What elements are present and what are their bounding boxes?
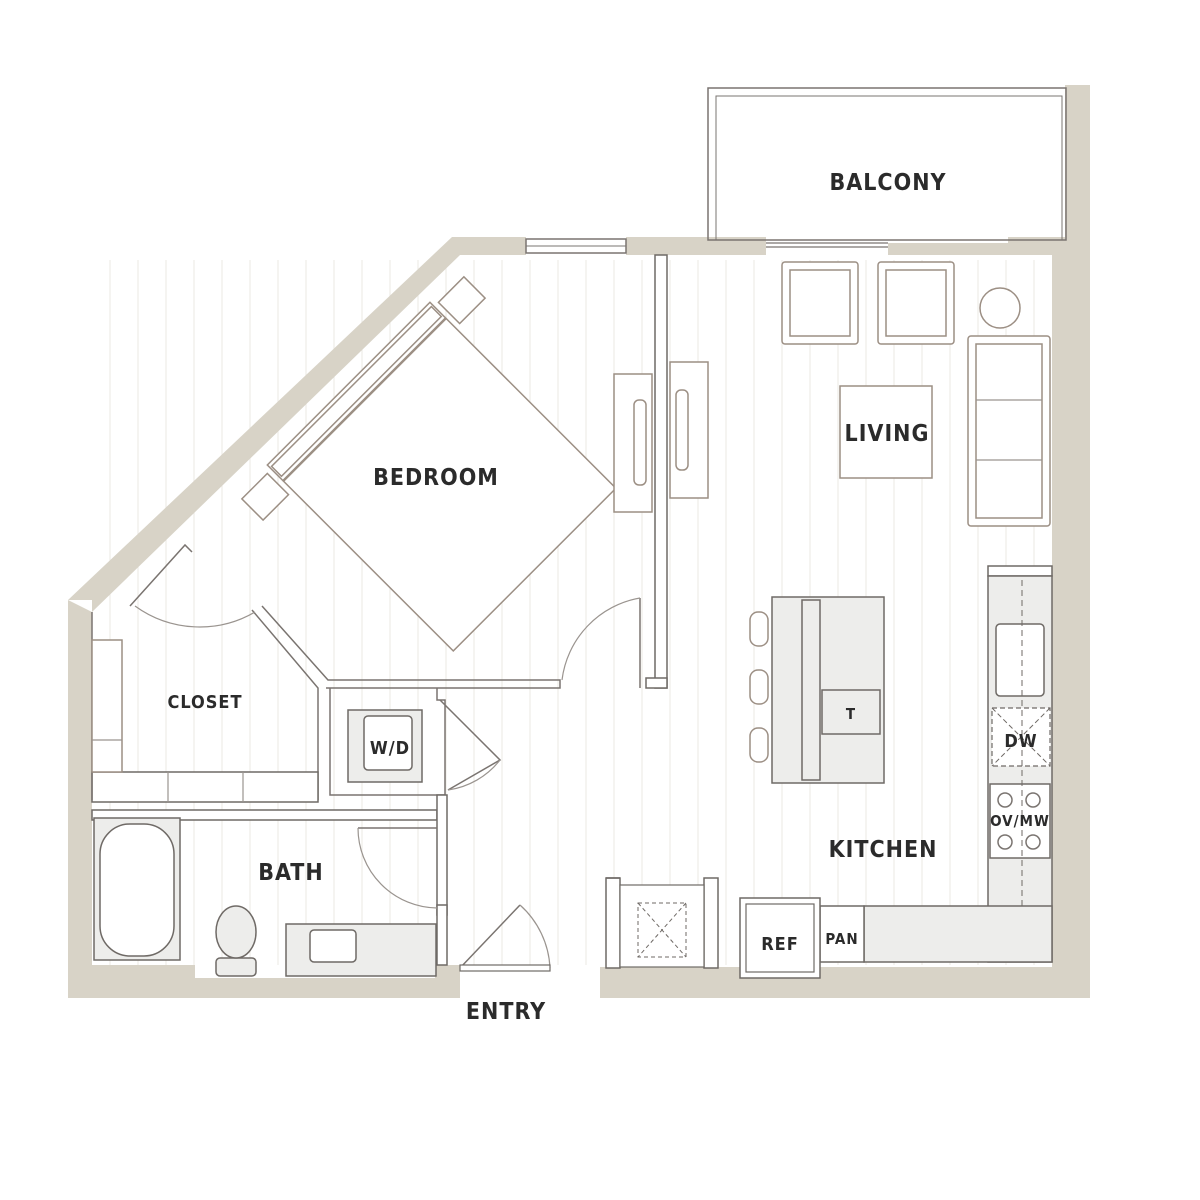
bath-fixtures (93, 817, 437, 977)
bedroom-furniture (240, 275, 709, 652)
entry-label: ENTRY (466, 999, 546, 1025)
labels: BALCONY BEDROOM LIVING CLOSET BATH KITCH… (167, 170, 1050, 1025)
refrigerator-label: REF (761, 934, 799, 955)
bedroom-label: BEDROOM (373, 465, 499, 491)
doors (129, 543, 641, 972)
living-label: LIVING (845, 421, 930, 447)
island-table-label: T (846, 705, 856, 723)
closet-label: CLOSET (167, 692, 242, 713)
top-window (525, 238, 627, 254)
balcony (707, 87, 1067, 248)
bath-label: BATH (258, 860, 323, 886)
kitchen-fixtures (619, 575, 1053, 979)
balcony-label: BALCONY (829, 170, 946, 196)
kitchen-label: KITCHEN (829, 837, 938, 863)
exterior-walls (68, 85, 1090, 998)
dishwasher-label: DW (1004, 731, 1037, 752)
pantry-label: PAN (825, 930, 858, 948)
washer-dryer (347, 709, 423, 783)
living-furniture (781, 261, 1051, 527)
washer-dryer-label: W/D (370, 738, 410, 759)
closet-shelving (91, 639, 244, 802)
oven-microwave-label: OV/MW (990, 812, 1050, 830)
